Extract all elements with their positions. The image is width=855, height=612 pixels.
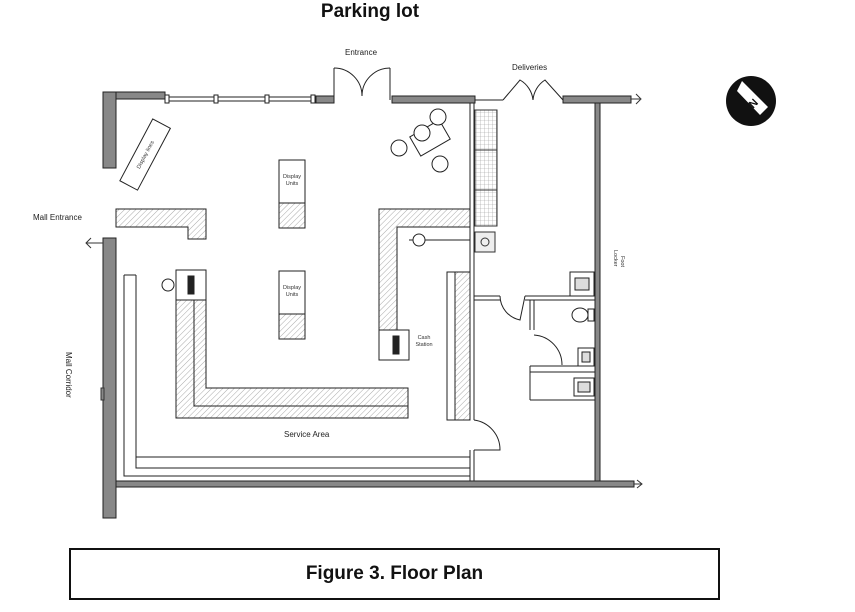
mall-side-counter — [123, 274, 470, 477]
wall-extension-lines — [85, 93, 643, 489]
entrance-counter — [115, 208, 207, 240]
exterior-walls — [102, 91, 635, 519]
display-unit-2: Display Units — [278, 270, 306, 340]
display-unit-1: Display Units — [278, 159, 306, 229]
storage-racks — [474, 109, 498, 253]
foot-locker-label-1: Foot — [619, 256, 625, 267]
deliveries-label: Deliveries — [512, 63, 547, 72]
right-side-counter — [446, 271, 471, 421]
display-units-label-2b: Units — [286, 292, 299, 298]
washroom-fixtures — [569, 271, 595, 397]
deliveries-doors — [475, 79, 564, 101]
cash-station-label-2: Station — [415, 342, 432, 348]
display-units-label-1a: Display — [283, 174, 301, 180]
parking-lot-title: Parking lot — [320, 1, 420, 22]
compass-north-icon: N — [726, 76, 776, 126]
foot-locker-label-2: Locker — [612, 250, 618, 267]
top-window-strip — [164, 94, 316, 104]
floor-plan: Entrance Deliveries N — [33, 48, 776, 519]
entrance-label: Entrance — [345, 48, 378, 57]
entrance-doors — [333, 67, 391, 100]
mall-corridor-label: Mall Corridor — [64, 352, 73, 398]
display-units-label-1b: Units — [286, 181, 299, 187]
service-area-label: Service Area — [284, 430, 330, 439]
figure-caption: Figure 3. Floor Plan — [305, 563, 484, 584]
cashier-chair-left — [161, 278, 175, 292]
cash-station-label-1: Cash — [418, 335, 431, 341]
display-units-label-2a: Display — [283, 285, 301, 291]
display-lines-shelf: Display lines — [119, 118, 172, 191]
mall-entrance-label: Mall Entrance — [33, 213, 82, 222]
cashier-chair-right — [412, 233, 426, 247]
figure-caption-box: Figure 3. Floor Plan — [69, 548, 720, 600]
seating-area — [390, 108, 451, 173]
service-counter — [175, 269, 409, 419]
cash-counter — [378, 208, 471, 361]
